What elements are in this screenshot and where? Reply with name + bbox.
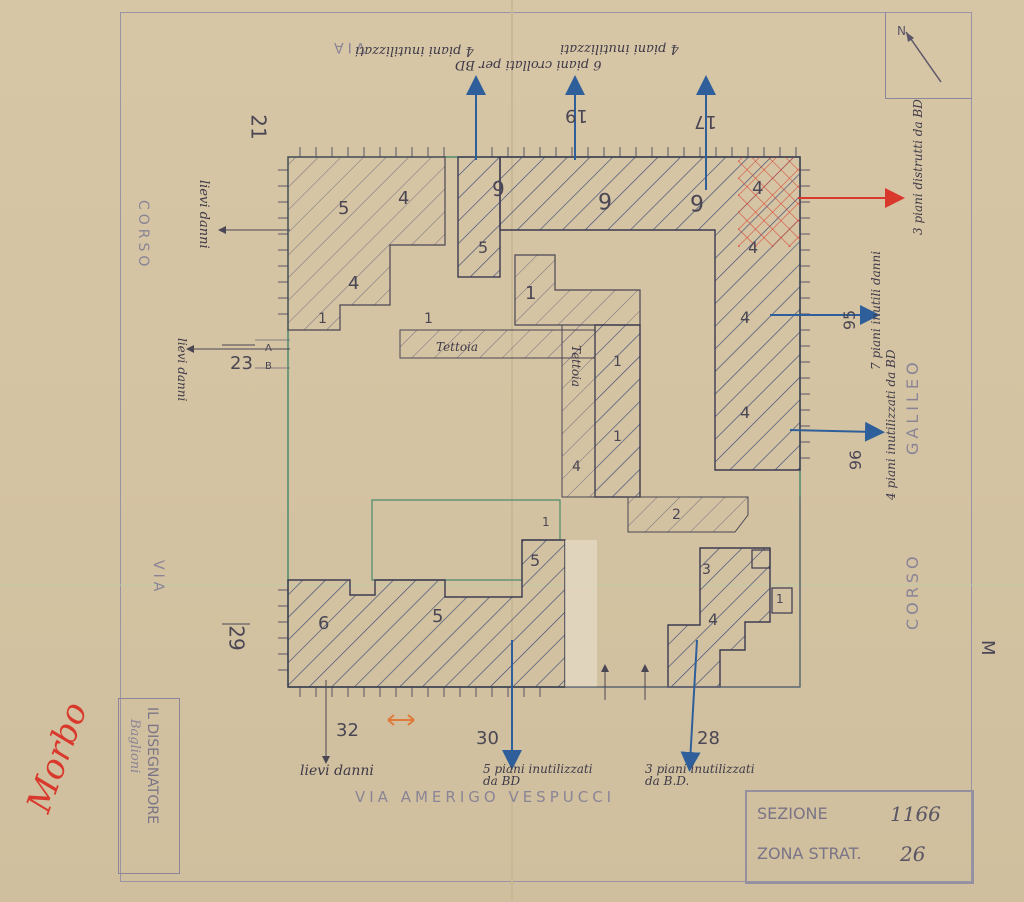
- building-small-annex: [771, 587, 793, 614]
- damage-note: 3 piani distrutti da BD: [911, 99, 925, 235]
- tettoia-strip: [399, 329, 596, 359]
- damage-note: 5 piani inutilizzati da BD: [483, 762, 593, 788]
- sezione-value: 1166: [890, 802, 941, 826]
- floor-count: 4: [398, 188, 410, 209]
- svg-text:N: N: [897, 23, 906, 37]
- arrow-bottom-2: [680, 639, 701, 772]
- zona-label: ZONA STRAT.: [757, 844, 862, 863]
- sezione-label: SEZIONE: [757, 804, 828, 823]
- designer-name: Baglioni: [127, 719, 142, 774]
- damage-note: 4 piani inutilizzati da BD: [884, 349, 898, 501]
- corner-mark: M: [977, 640, 998, 656]
- tettoia-label: Tettoia: [436, 340, 479, 354]
- street-via-left: VIA: [150, 560, 166, 596]
- sezione-box: SEZIONE 1166 ZONA STRAT. 26: [745, 790, 974, 884]
- section-label-a: A: [265, 343, 272, 354]
- boundary-ticks: [278, 147, 810, 697]
- north-arrow-icon: N: [897, 23, 942, 83]
- floor-count: 6: [598, 187, 612, 212]
- north-arrow-box: N: [885, 12, 972, 99]
- floor-count: 5: [478, 238, 489, 257]
- building-bottom-left: [287, 539, 566, 688]
- building-top-left: [287, 156, 446, 331]
- building-small-annex-2: [751, 549, 771, 569]
- house-number: 19: [565, 105, 588, 126]
- floor-count: 2: [672, 507, 681, 523]
- damage-note: 6 piani crollati per BD: [455, 57, 602, 72]
- sheet-border: [120, 12, 972, 882]
- house-number: 95: [840, 309, 860, 331]
- building-center-small: [627, 496, 749, 533]
- floor-count: 6: [492, 176, 505, 200]
- designer-title: IL DISEGNATORE: [144, 707, 160, 824]
- house-number: 21: [246, 114, 271, 140]
- damage-note: lievi danni: [196, 180, 211, 249]
- floor-count: 1: [542, 515, 550, 529]
- damage-note: 3 piani inutilizzati da B.D.: [645, 762, 755, 788]
- street-corso-left: CORSO: [135, 200, 151, 271]
- house-number: 29: [224, 625, 249, 651]
- floor-count: 1: [613, 429, 622, 445]
- arrow-right-2: [789, 421, 885, 442]
- street-galileo-right: GALILEO: [903, 358, 922, 455]
- floor-count: 6: [690, 189, 704, 214]
- zona-value: 26: [900, 842, 926, 866]
- floor-count: 4: [740, 308, 751, 327]
- building-top-center: [457, 156, 501, 278]
- floor-count: 3: [702, 562, 711, 578]
- damage-note: 4 piani inutilizzati: [560, 41, 679, 56]
- floor-count: 4: [572, 459, 581, 475]
- street-corso-right: CORSO: [903, 552, 922, 630]
- floor-count: 4: [748, 238, 759, 257]
- designer-box: IL DISEGNATORE Baglioni: [118, 698, 180, 874]
- floor-count: 4: [752, 178, 764, 199]
- house-number: 23: [230, 353, 253, 374]
- street-amerigo-vespucci: VIA AMERIGO VESPUCCI: [355, 788, 616, 806]
- floor-count: 1: [424, 311, 433, 327]
- floor-count: 4: [708, 610, 719, 629]
- damage-note: 4 piani inutilizzati: [355, 43, 474, 58]
- floor-count: 5: [530, 551, 541, 570]
- floor-count: 1: [776, 592, 784, 606]
- house-number: 17: [694, 111, 717, 132]
- tettoia-label: Tettoia: [569, 345, 583, 388]
- house-number: 96: [846, 449, 866, 471]
- house-number: 32: [336, 720, 359, 741]
- section-label-b: B: [265, 361, 272, 372]
- building-center-upper: [514, 254, 641, 326]
- building-bottom-right: [667, 547, 771, 688]
- floor-count: 4: [348, 273, 360, 294]
- damage-note: lievi danni: [300, 763, 374, 779]
- damage-note: lievi danni: [175, 338, 189, 402]
- house-number: 30: [476, 728, 499, 749]
- floor-count: 1: [525, 283, 537, 304]
- floor-count: 6: [318, 613, 330, 634]
- chalk-area: [565, 540, 597, 687]
- destroyed-area-cross: [738, 157, 800, 247]
- floor-count: 1: [613, 354, 622, 370]
- floor-count: 5: [432, 606, 444, 627]
- building-center-strip: [594, 324, 641, 498]
- floor-count: 4: [740, 403, 751, 422]
- floor-count: 5: [338, 198, 350, 219]
- house-number: 28: [697, 728, 720, 749]
- damage-note: 7 piani inutili danni: [869, 250, 883, 370]
- floor-count: 1: [318, 311, 327, 327]
- orange-arrow-heads: [387, 714, 415, 726]
